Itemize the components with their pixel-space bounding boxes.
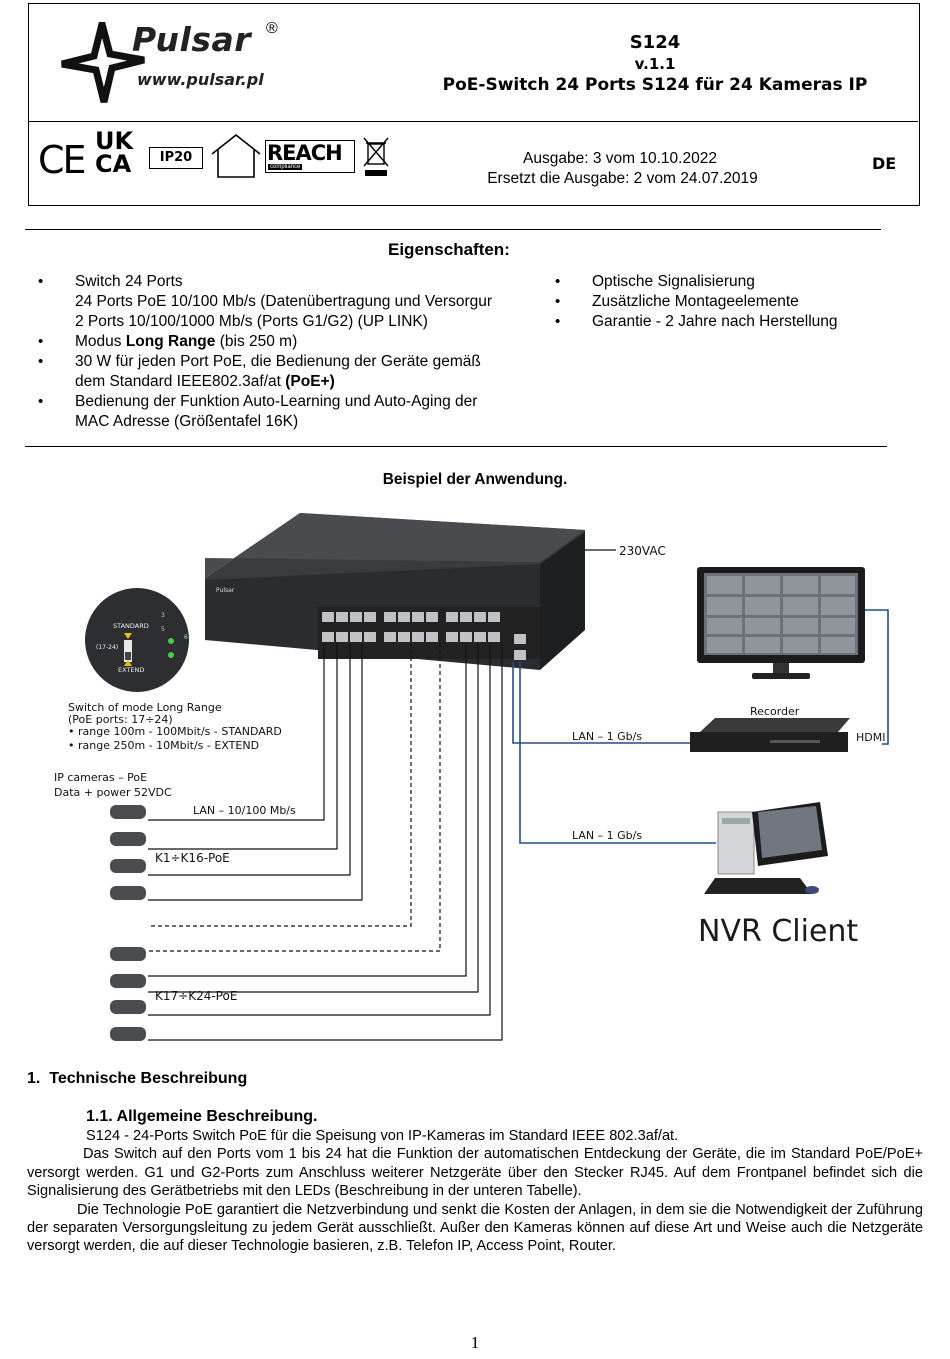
reach-text: REACH <box>267 141 343 165</box>
mode-text-1: Switch of mode Long Range <box>68 701 222 714</box>
feature-line: MAC Adresse (Größentafel 16K) <box>75 413 299 430</box>
house-icon <box>211 133 261 178</box>
long-range-switch-zoom: STANDARD (17-24) EXTEND 3 5 6 <box>85 588 189 692</box>
feature-text: Modus <box>75 333 126 350</box>
feature-item: Switch 24 Ports 24 Ports PoE 10/100 Mb/s… <box>28 272 538 332</box>
paragraph-1: S124 - 24-Ports Switch PoE für die Speis… <box>86 1128 679 1144</box>
application-diagram: Pulsar STANDARD (17-24) EXTEND 3 5 6 Swi… <box>54 513 889 1041</box>
label-230vac: 230VAC <box>619 544 666 558</box>
cameras-text-1: IP cameras – PoE <box>54 771 147 784</box>
ukca-line-2: CA <box>95 150 132 178</box>
reach-badge: REACH compliance <box>265 140 355 173</box>
label-lan-recorder: LAN – 1 Gb/s <box>572 730 642 743</box>
model-name: S124 <box>629 32 681 53</box>
nvr-computer-image <box>704 802 828 894</box>
section-body: S124 - 24-Ports Switch PoE für die Speis… <box>27 1127 923 1256</box>
feature-item: Modus Long Range (bis 250 m) <box>28 332 538 352</box>
label-k1-k16: K1÷K16-PoE <box>155 851 230 865</box>
replaces-edition: Ersetzt die Ausgabe: 2 vom 24.07.2019 <box>487 170 758 187</box>
ip-camera-group-2 <box>110 947 146 1041</box>
mode-text-2: (PoE ports: 17÷24) <box>68 713 173 726</box>
feature-item: Garantie - 2 Jahre nach Herstellung <box>545 312 925 332</box>
features-list-left: Switch 24 Ports 24 Ports PoE 10/100 Mb/s… <box>28 272 538 432</box>
ip20-badge: IP20 <box>149 147 203 169</box>
label-lan-nvr: LAN – 1 Gb/s <box>572 829 642 842</box>
zoom-standard-label: STANDARD <box>113 622 149 630</box>
feature-item: Zusätzliche Montageelemente <box>545 292 925 312</box>
label-nvr-client: NVR Client <box>698 914 858 949</box>
page-number: 1 <box>470 1333 480 1352</box>
feature-bold: (PoE+) <box>285 373 335 390</box>
switch-brand: Pulsar <box>216 587 235 594</box>
feature-line: 2 Ports 10/100/1000 Mb/s (Ports G1/G2) (… <box>75 313 428 330</box>
brand-website: www.pulsar.pl <box>137 70 264 89</box>
paragraph-3: Die Technologie PoE garantiert die Netzv… <box>27 1201 923 1255</box>
feature-line: Bedienung der Funktion Auto-Learning und… <box>75 393 478 410</box>
weee-bin-icon <box>363 137 389 176</box>
brand-registered-mark: ® <box>266 20 278 37</box>
edition: Ausgabe: 3 vom 10.10.2022 <box>523 150 717 167</box>
ce-mark: CE <box>38 138 87 182</box>
ukca-line-1: UK <box>95 127 134 155</box>
recorder-image <box>690 718 850 752</box>
reach-sub: compliance <box>268 164 303 170</box>
brand-name: Pulsar <box>132 20 251 59</box>
document-title: PoE-Switch 24 Ports S124 für 24 Kameras … <box>442 75 868 95</box>
ip-camera-group-1 <box>110 805 146 900</box>
header-box <box>28 3 920 206</box>
feature-item: Optische Signalisierung <box>545 272 925 292</box>
monitor-image <box>697 567 865 679</box>
poe-switch-image: Pulsar <box>205 513 585 670</box>
label-hdmi: HDMI <box>856 731 885 744</box>
feature-text: (bis 250 m) <box>215 333 298 350</box>
header-divider <box>29 121 918 122</box>
feature-item: 30 W für jeden Port PoE, die Bedienung d… <box>28 352 538 392</box>
features-top-rule <box>25 229 881 230</box>
pulsar-logo-icon <box>61 22 145 103</box>
features-bottom-rule <box>25 446 887 447</box>
label-recorder: Recorder <box>750 705 800 718</box>
language-code: DE <box>872 154 897 173</box>
ukca-mark: UK CA <box>95 127 134 178</box>
cameras-text-2: Data + power 52VDC <box>54 786 172 799</box>
subsection-heading: 1.1. Allgemeine Beschreibung. <box>86 1108 318 1125</box>
paragraph-2: Das Switch auf den Ports vom 1 bis 24 ha… <box>27 1146 923 1200</box>
features-heading: Eigenschaften: <box>388 240 510 259</box>
mode-text-4: • range 250m - 10Mbit/s - EXTEND <box>68 739 259 752</box>
zoom-port-6: 6 <box>184 634 188 641</box>
features-list-right: Optische Signalisierung Zusätzliche Mont… <box>545 272 925 332</box>
feature-line: 30 W für jeden Port PoE, die Bedienung d… <box>75 353 481 370</box>
zoom-port-5: 5 <box>161 626 165 633</box>
feature-bold: Long Range <box>125 333 216 350</box>
feature-text: dem Standard IEEE802.3af/at <box>75 373 286 390</box>
section-heading: 1. Technische Beschreibung <box>27 1070 248 1087</box>
zoom-port-3: 3 <box>161 612 165 619</box>
version: v.1.1 <box>634 55 676 73</box>
mode-text-3: • range 100m - 100Mbit/s - STANDARD <box>68 725 282 738</box>
label-k17-k24: K17÷K24-PoE <box>155 989 237 1003</box>
feature-line: Switch 24 Ports <box>75 273 183 290</box>
zoom-extend-label: EXTEND <box>118 666 144 674</box>
feature-line: 24 Ports PoE 10/100 Mb/s (Datenübertragu… <box>75 293 493 310</box>
label-lan-100: LAN – 10/100 Mb/s <box>193 804 296 817</box>
feature-item: Bedienung der Funktion Auto-Learning und… <box>28 392 538 432</box>
application-heading: Beispiel der Anwendung. <box>382 471 568 488</box>
zoom-range-label: (17-24) <box>96 644 118 651</box>
